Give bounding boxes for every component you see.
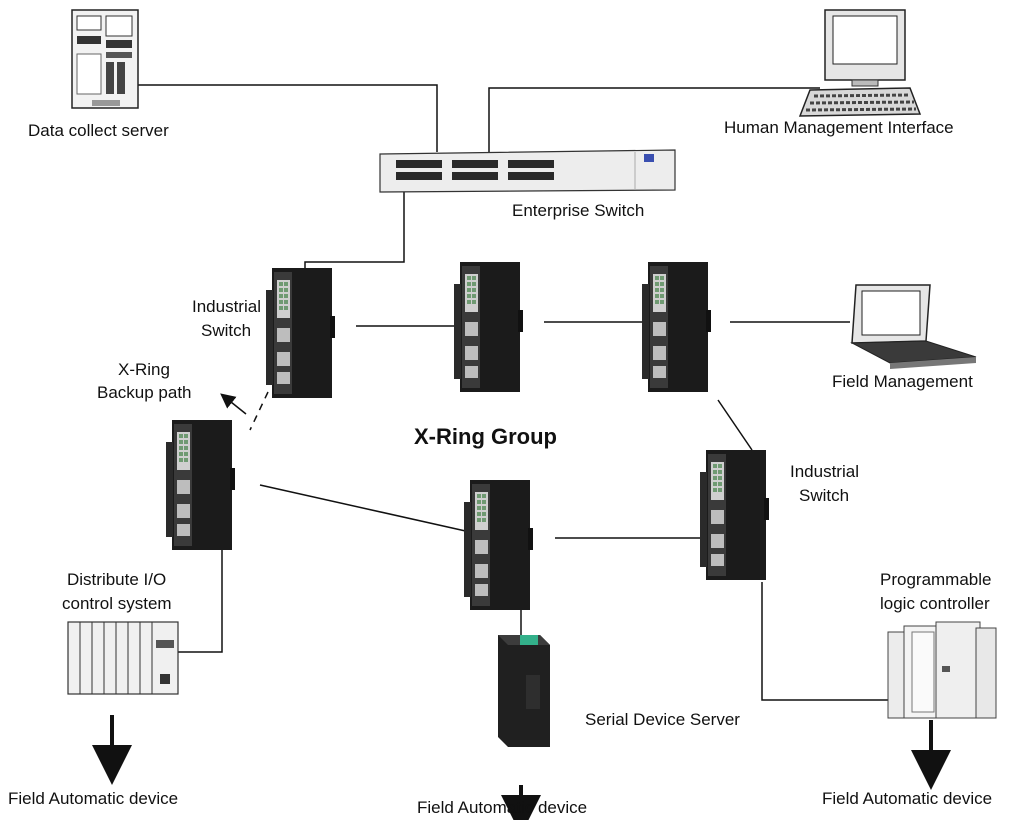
link-server-switch <box>106 84 438 152</box>
link-switch-industrial <box>304 190 405 270</box>
field-device-label-right: Field Automatic device <box>822 789 993 808</box>
link-backup-path <box>249 391 269 431</box>
plc-label-line1: Programmable <box>880 570 992 589</box>
field-device-label-left: Field Automatic device <box>8 789 179 808</box>
industrial-switch-top-right <box>642 262 711 392</box>
industrial-switch-right-label-line1: Industrial <box>790 462 859 481</box>
distribute-io-label-line1: Distribute I/O <box>67 570 167 589</box>
link-hmi-switch <box>488 87 820 152</box>
serial-server-label: Serial Device Server <box>585 710 740 729</box>
backup-path-label-line2: Backup path <box>97 383 192 402</box>
industrial-switch-right <box>700 450 769 580</box>
field-device-label-middle: Field Automatic device <box>417 798 588 817</box>
arrows <box>92 393 951 820</box>
plc-cabinet-icon <box>887 621 997 719</box>
industrial-switch-left <box>166 420 235 550</box>
rack-switch-icon <box>379 149 676 193</box>
hmi-label: Human Management Interface <box>724 118 954 137</box>
link-right-plc <box>761 582 892 701</box>
diagram-title: X-Ring Group <box>414 424 557 449</box>
backup-path-label-line1: X-Ring <box>118 360 170 379</box>
distribute-io-label-line2: control system <box>62 594 172 613</box>
industrial-switch-bottom-middle <box>464 480 533 610</box>
laptop-icon <box>850 284 977 369</box>
field-management-label: Field Management <box>832 372 973 391</box>
enterprise-switch-label: Enterprise Switch <box>512 201 645 220</box>
link-left-io <box>176 545 223 653</box>
backup-path-arrow <box>220 393 247 415</box>
io-rack-icon <box>67 621 179 695</box>
server-tower-icon <box>71 9 139 109</box>
industrial-switch-top-label-line1: Industrial <box>192 297 261 316</box>
desktop-computer-icon <box>798 9 922 117</box>
industrial-switch-top-label-line2: Switch <box>201 321 252 340</box>
connection-lines <box>106 84 892 701</box>
link-left-bottom-mid <box>259 484 471 533</box>
industrial-switch-top-middle <box>454 262 523 392</box>
link-right-right-industrial <box>717 399 753 451</box>
serial-server-icon <box>498 635 550 747</box>
data-server-label: Data collect server <box>28 121 169 140</box>
industrial-switch-right-label-line2: Switch <box>799 486 850 505</box>
industrial-switch-top-left <box>266 268 335 398</box>
plc-label-line2: logic controller <box>880 594 990 613</box>
